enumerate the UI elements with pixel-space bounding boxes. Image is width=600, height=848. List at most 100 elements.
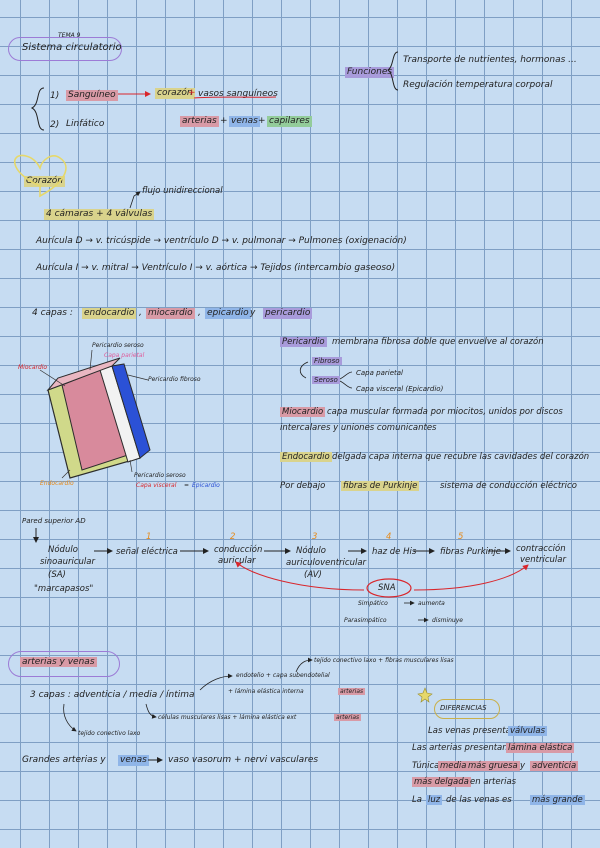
def-miocardio-label: Miocardio — [280, 407, 326, 418]
step-2: 2 — [230, 532, 236, 542]
arterias: arterias — [180, 116, 219, 127]
grandes-arterias: Grandes arterias y — [22, 755, 106, 765]
diff-3a: Túnica — [412, 761, 440, 771]
vaso-vasorum: vaso vasorum + nervi vasculares — [168, 755, 319, 765]
def-miocardio-text1: capa muscular formada por miocitos, unid… — [327, 407, 563, 417]
diagram-seroso-bottom: Pericardio seroso — [134, 472, 186, 479]
corazon: corazón — [155, 88, 195, 99]
tejido-top: tejido conectivo laxo + fibras musculare… — [314, 657, 454, 664]
circulacion-izquierda: Aurícula I → v. mitral → Ventrículo I → … — [36, 263, 396, 273]
diff-2a: Las arterias presentan — [412, 743, 508, 753]
capilares: capilares — [267, 116, 312, 127]
capa-pericardio: pericardio — [263, 308, 313, 319]
diff-3e: adventicia — [530, 761, 579, 772]
step-5: 5 — [458, 532, 464, 542]
corazon-title: Corazón — [24, 176, 65, 187]
tejido-laxo: tejido conectivo laxo — [78, 730, 141, 737]
diagram-eq: = — [184, 482, 190, 489]
def-sistema: sistema de conducción eléctrico — [440, 481, 577, 491]
nodo-sa-3: (SA) — [48, 570, 66, 580]
flujo-unidireccional: flujo unidireccional — [142, 186, 223, 196]
simpatico: Simpático — [358, 600, 388, 607]
diff-4a: más delgada — [412, 777, 471, 788]
sna-label: SNA — [378, 583, 396, 593]
def-visceral: Capa visceral (Epicardio) — [356, 385, 444, 393]
capa-epicardio: epicardio — [205, 308, 251, 319]
vessels-title: arterias y venas — [20, 657, 97, 667]
def-miocardio-text2: intercalares y uniones comunicantes — [280, 423, 437, 433]
diff-3d: y — [520, 761, 526, 771]
celulas-musculares: células musculares lisas + lámina elásti… — [158, 714, 297, 721]
title-oval — [8, 37, 122, 61]
differences-title: DIFERENCIAS — [440, 704, 487, 712]
haz-his: haz de His — [372, 547, 417, 557]
diagram-capa-parietal: Capa parietal — [104, 352, 145, 359]
chambers-valves: 4 cámaras + 4 válvulas — [44, 209, 155, 220]
diff-2b: lámina elástica — [506, 743, 575, 754]
linfatico: Linfático — [66, 119, 105, 129]
step-1: 1 — [146, 532, 152, 542]
nodo-sa-2: sinoauricular — [40, 557, 95, 567]
nodo-av-2: auriculoventricular — [286, 558, 367, 568]
def-pericardio-text: membrana fibrosa doble que envuelve al c… — [332, 337, 544, 347]
def-endocardio-text: delgada capa interna que recubre las cav… — [332, 452, 590, 462]
diagram-fibroso: Pericardio fibroso — [148, 376, 201, 383]
venas: venas — [229, 116, 260, 127]
comma: , — [198, 308, 201, 318]
star-icon — [417, 687, 433, 703]
differences-oval — [434, 699, 500, 719]
funcion-1: Transporte de nutrientes, hormonas ... — [403, 55, 577, 65]
pared-superior: Pared superior AD — [22, 517, 86, 525]
tres-capas: 3 capas : adventicia / media / íntima — [30, 690, 195, 700]
grandes-venas: venas — [118, 755, 149, 766]
step-4: 4 — [386, 532, 392, 542]
type-number-2: 2) — [50, 120, 60, 130]
funcion-2: Regulación temperatura corporal — [403, 80, 553, 90]
def-debajo: Por debajo — [280, 481, 326, 491]
vasos-sanguineos: vasos sanguíneos — [198, 89, 278, 99]
def-pericardio-label: Pericardio — [280, 337, 327, 348]
aumenta: aumenta — [418, 600, 445, 607]
def-endocardio-label: Endocardio — [280, 452, 332, 463]
diff-1a: Las venas presentan — [428, 726, 517, 736]
endotelio: endotelio + capa subendotelial — [236, 672, 330, 679]
sanguineo: Sanguíneo — [66, 90, 118, 101]
funciones-label: Funciones — [345, 67, 395, 78]
def-parietal: Capa parietal — [356, 369, 403, 377]
def-purkinje: fibras de Purkinje — [341, 481, 420, 492]
vessels-oval — [8, 651, 120, 677]
diagram-endocardio: Endocardio — [40, 480, 74, 487]
page-title: Sistema circulatorio — [22, 42, 122, 53]
diff-5d: más grande — [530, 795, 585, 806]
senal-electrica: señal eléctrica — [116, 547, 178, 557]
capa-endocardio: endocardio — [82, 308, 137, 319]
contraccion-1: contracción — [516, 544, 566, 554]
capa-miocardio: miocardio — [146, 308, 195, 319]
nodo-av-3: (AV) — [304, 570, 322, 580]
circulacion-derecha: Aurícula D → v. tricúspide → ventrículo … — [36, 236, 407, 246]
diff-5b: luz — [426, 795, 443, 806]
diff-4b: en arterias — [470, 777, 517, 787]
celulas-arterias: arterias — [334, 714, 362, 722]
conduccion-2: auricular — [218, 556, 256, 566]
tema-label: TEMA 9 — [58, 32, 81, 39]
y-conj: y — [250, 308, 256, 318]
capas-label: 4 capas : — [32, 308, 73, 318]
diagram-seroso-top: Pericardio seroso — [92, 342, 144, 349]
parasimpatico: Parasimpático — [344, 617, 387, 624]
type-number-1: 1) — [50, 91, 60, 101]
def-fibroso: Fibroso — [312, 357, 342, 366]
diff-5c: de las venas es — [446, 795, 512, 805]
marcapasos: "marcapasos" — [34, 584, 94, 594]
diagram-miocardio: Miocardio — [18, 364, 48, 371]
disminuye: disminuye — [432, 617, 463, 624]
conduccion-1: conducción — [214, 545, 263, 555]
contraccion-2: ventricular — [520, 555, 566, 565]
plus-sign: + — [188, 88, 196, 98]
nodo-sa-1: Nódulo — [48, 545, 78, 555]
comma: , — [139, 308, 142, 318]
